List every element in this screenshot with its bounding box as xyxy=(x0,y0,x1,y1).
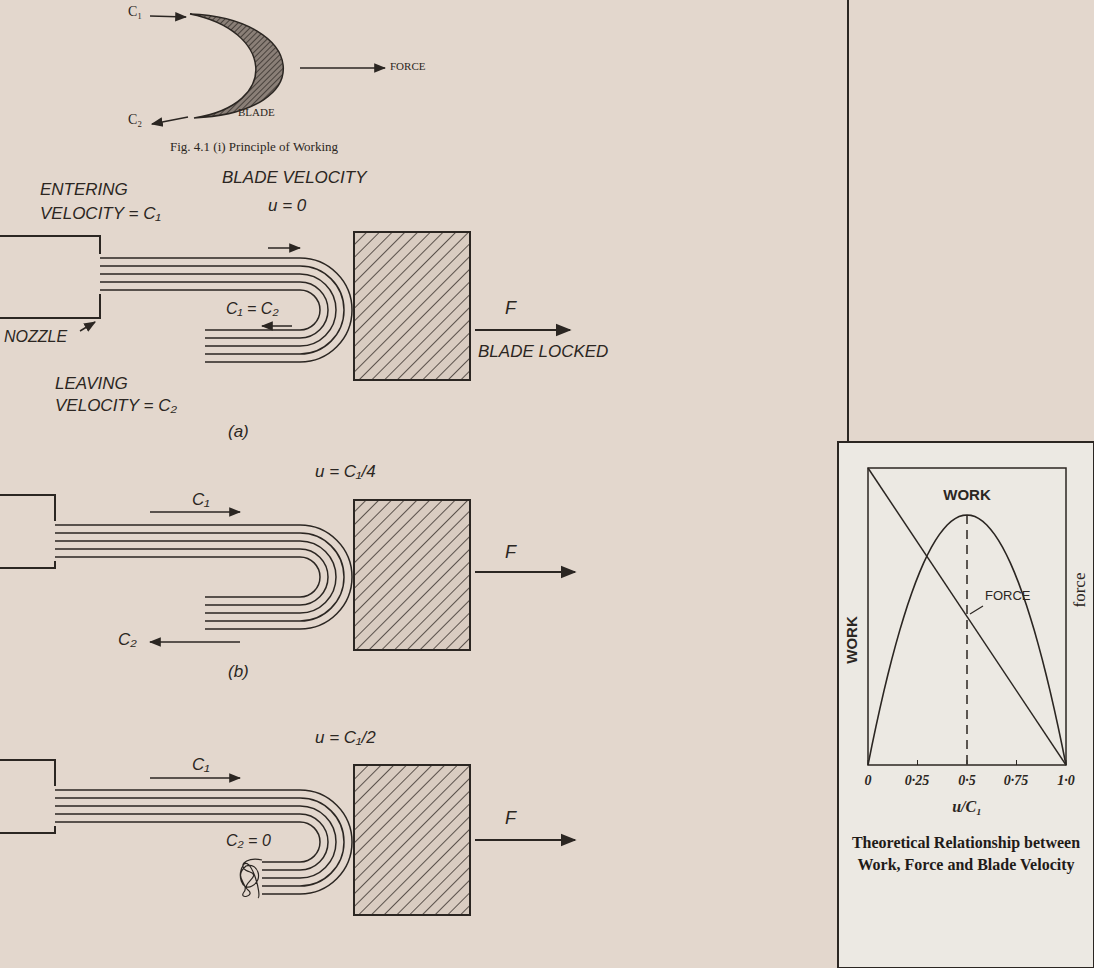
force-label: FORCE xyxy=(390,60,425,73)
subfigure-label: (a) xyxy=(228,422,249,442)
water-jet xyxy=(100,282,328,338)
velocity-label: C₁ xyxy=(192,755,210,775)
water-jet xyxy=(55,798,344,886)
nozzle-wall xyxy=(0,236,100,254)
force-label: F xyxy=(505,542,516,563)
chart-frame xyxy=(868,468,1066,765)
curve-label: WORK xyxy=(943,486,991,503)
page-border xyxy=(847,0,849,442)
water-jet xyxy=(100,258,352,362)
curve-label: FORCE xyxy=(985,589,1031,604)
velocity-label: C₁ xyxy=(128,4,142,20)
axis-tick xyxy=(1066,760,1067,765)
velocity-label: LEAVING xyxy=(55,374,128,394)
blade-label: BLADE xyxy=(238,106,275,119)
tick-label: 0 xyxy=(865,773,872,789)
work-force-chart xyxy=(868,468,1066,765)
velocity-label: C₂ = 0 xyxy=(226,832,271,850)
curved-blade-figure xyxy=(150,14,385,124)
chart-caption: Theoretical Relationship between Work, F… xyxy=(842,832,1090,875)
force-label: F xyxy=(505,808,516,829)
tick-label: 0·75 xyxy=(1004,773,1029,789)
blade-speed-label: u = C₁/4 xyxy=(315,462,376,482)
water-jet xyxy=(55,533,344,621)
nozzle-wall xyxy=(0,495,55,521)
water-jet xyxy=(100,266,344,354)
water-jet xyxy=(100,274,336,346)
water-jet xyxy=(55,814,328,870)
water-jet xyxy=(55,790,352,894)
water-jet xyxy=(55,525,352,629)
axis-title: u/C₁ xyxy=(952,798,982,816)
water-jet xyxy=(55,557,320,597)
velocity-label: C₁ = C₂ xyxy=(226,300,279,318)
water-jet xyxy=(55,822,320,862)
figure-b xyxy=(0,495,575,650)
tick-label: 0·25 xyxy=(905,773,930,789)
axis-tick xyxy=(868,760,869,765)
force-line xyxy=(868,468,1066,765)
blade-block xyxy=(354,500,470,650)
nozzle-wall xyxy=(0,561,55,568)
water-jet xyxy=(55,549,328,605)
leader-line xyxy=(970,606,983,614)
figure-caption: Fig. 4.1 (i) Principle of Working xyxy=(170,140,338,155)
blade-speed-label: u = C₁/2 xyxy=(315,728,376,748)
dissipated-jet xyxy=(240,859,262,898)
tick-label: 0·5 xyxy=(958,773,976,789)
axis-tick xyxy=(917,760,918,765)
nozzle-wall xyxy=(0,294,100,318)
water-jet xyxy=(55,806,336,878)
subfigure-label: (b) xyxy=(228,662,249,682)
water-jet xyxy=(55,541,336,613)
chart-panel xyxy=(838,442,1094,968)
blade-block xyxy=(354,765,470,915)
nozzle-wall xyxy=(0,826,55,833)
heading-label: BLADE VELOCITY xyxy=(222,168,367,188)
velocity-label: VELOCITY = C₂ xyxy=(55,396,177,416)
axis-title: force xyxy=(1070,573,1090,608)
velocity-label: ENTERING xyxy=(40,180,128,200)
blade-state-label: BLADE LOCKED xyxy=(478,342,608,362)
nozzle-label: NOZZLE xyxy=(4,328,67,346)
axis-title: WORK xyxy=(843,616,860,664)
water-jet xyxy=(100,290,320,330)
nozzle-wall xyxy=(0,760,55,786)
force-label: F xyxy=(505,298,516,319)
tick-label: 1·0 xyxy=(1057,773,1075,789)
velocity-label: C₂ xyxy=(128,112,142,128)
axis-tick xyxy=(967,760,968,765)
figure-c xyxy=(0,760,575,915)
axis-tick xyxy=(1016,760,1017,765)
velocity-label: C₂ xyxy=(118,630,137,650)
velocity-label: C₁ xyxy=(192,490,210,510)
optimum-line xyxy=(966,515,968,765)
work-curve xyxy=(868,515,1066,765)
blade-speed-label: u = 0 xyxy=(268,196,306,216)
velocity-label: VELOCITY = C₁ xyxy=(40,204,161,224)
blade-block xyxy=(354,232,470,380)
